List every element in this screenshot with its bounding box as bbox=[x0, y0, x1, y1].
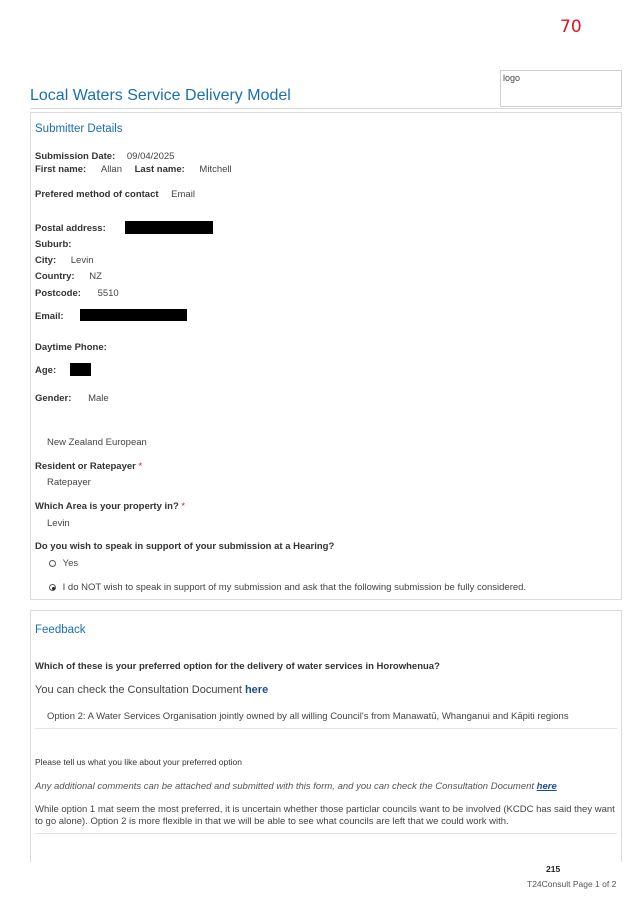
option-divider bbox=[35, 728, 617, 729]
consultation-document-link[interactable]: here bbox=[244, 684, 269, 696]
country-row: Country: NZ bbox=[35, 271, 102, 282]
daytime-phone-label: Daytime Phone: bbox=[35, 342, 107, 353]
page-title: Local Waters Service Delivery Model bbox=[30, 87, 291, 104]
contact-method-value: Email bbox=[171, 189, 195, 200]
last-name-label: Last name: bbox=[134, 164, 185, 175]
gender-row: Gender: Male bbox=[35, 393, 109, 404]
submission-date-row: Submission Date: 09/04/2025 bbox=[35, 151, 174, 162]
consultation-text: You can check the Consultation Document bbox=[35, 684, 245, 696]
contact-method-row: Prefered method of contact Email bbox=[35, 189, 195, 200]
logo-placeholder: logo bbox=[500, 70, 622, 107]
postcode-value: 5510 bbox=[97, 288, 119, 299]
hearing-option-no[interactable]: I do NOT wish to speak in support of my … bbox=[49, 582, 526, 593]
submission-date-value: 09/04/2025 bbox=[126, 151, 175, 162]
required-marker: * bbox=[138, 461, 143, 472]
logo-text: logo bbox=[503, 73, 521, 83]
comment-text: While option 1 mat seem the most preferr… bbox=[35, 804, 615, 827]
last-name-value: Mitchell bbox=[199, 164, 232, 175]
area-row: Which Area is your property in? * bbox=[35, 501, 185, 512]
required-marker: * bbox=[181, 501, 186, 512]
hearing-option-no-label: I do NOT wish to speak in support of my … bbox=[62, 582, 527, 593]
feedback-heading: Feedback bbox=[35, 624, 86, 636]
feedback-panel: Feedback Which of these is your preferre… bbox=[30, 610, 622, 862]
footer-page-count: 215 bbox=[546, 864, 561, 874]
submission-date-label: Submission Date: bbox=[35, 151, 116, 162]
suburb-label: Suburb: bbox=[35, 239, 72, 250]
submitter-details-panel: Submitter Details Submission Date: 09/04… bbox=[30, 112, 622, 600]
contact-method-label: Prefered method of contact bbox=[35, 189, 159, 200]
redacted-email bbox=[80, 309, 187, 321]
hearing-option-yes[interactable]: Yes bbox=[49, 558, 78, 569]
name-row: First name: Allan Last name: Mitchell bbox=[35, 164, 232, 175]
area-label: Which Area is your property in? bbox=[35, 501, 179, 512]
area-value: Levin bbox=[47, 518, 70, 529]
ethnicity-value: New Zealand European bbox=[47, 437, 147, 448]
selected-option-value: Option 2: A Water Services Organisation … bbox=[47, 711, 569, 722]
redacted-age bbox=[70, 363, 91, 376]
first-name-value: Allan bbox=[100, 164, 122, 175]
resident-row: Resident or Ratepayer * bbox=[35, 461, 142, 472]
page-number: 70 bbox=[560, 17, 582, 37]
hearing-option-yes-label: Yes bbox=[62, 558, 79, 569]
city-label: City: bbox=[35, 255, 57, 266]
city-value: Levin bbox=[70, 255, 94, 266]
radio-selected-icon[interactable] bbox=[49, 584, 56, 591]
like-prompt: Please tell us what you like about your … bbox=[35, 757, 242, 767]
first-name-label: First name: bbox=[35, 164, 87, 175]
resident-value: Ratepayer bbox=[47, 477, 91, 488]
radio-icon[interactable] bbox=[49, 560, 56, 567]
gender-label: Gender: bbox=[35, 393, 72, 404]
postal-address-row: Postal address: bbox=[35, 223, 106, 234]
postcode-label: Postcode: bbox=[35, 288, 81, 299]
postcode-row: Postcode: 5510 bbox=[35, 288, 119, 299]
additional-comments-note: Any additional comments can be attached … bbox=[35, 781, 557, 792]
postal-address-label: Postal address: bbox=[35, 223, 106, 234]
additional-note-text: Any additional comments can be attached … bbox=[35, 781, 537, 792]
hearing-question: Do you wish to speak in support of your … bbox=[35, 541, 335, 552]
consultation-document-line: You can check the Consultation Document … bbox=[35, 684, 268, 696]
age-label: Age: bbox=[35, 365, 57, 376]
country-label: Country: bbox=[35, 271, 75, 282]
country-value: NZ bbox=[89, 271, 102, 282]
gender-value: Male bbox=[88, 393, 109, 404]
redacted-postal-address bbox=[125, 221, 213, 234]
city-row: City: Levin bbox=[35, 255, 93, 266]
footer-text: T24Consult Page 1 of 2 bbox=[527, 879, 617, 889]
title-divider bbox=[30, 108, 622, 109]
additional-document-link[interactable]: here bbox=[536, 781, 557, 792]
preferred-option-question: Which of these is your preferred option … bbox=[35, 661, 440, 672]
submitter-details-heading: Submitter Details bbox=[35, 123, 123, 135]
comment-divider bbox=[35, 833, 617, 834]
resident-label: Resident or Ratepayer bbox=[35, 461, 136, 472]
email-label: Email: bbox=[35, 311, 64, 322]
